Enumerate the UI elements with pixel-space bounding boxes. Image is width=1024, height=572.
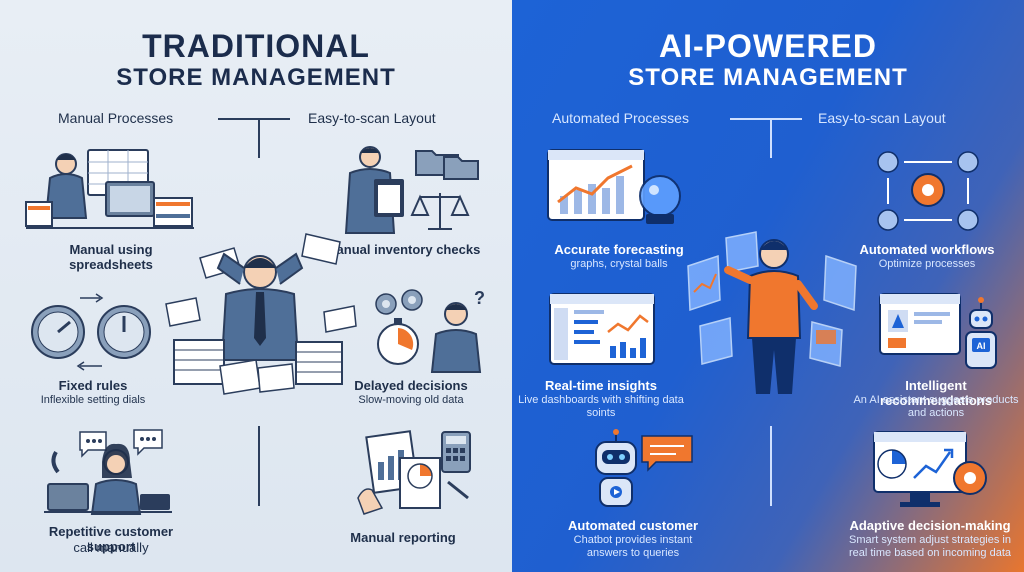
customer-support-sub: call manually xyxy=(73,540,149,555)
delayed-decisions-icon: ? xyxy=(375,288,485,373)
ai-manager-icon xyxy=(687,231,857,394)
forecast-chart-icon xyxy=(547,149,681,224)
svg-text:?: ? xyxy=(474,288,485,308)
spreadsheets-label: Manual using spreadsheets xyxy=(69,242,153,272)
ai-badge: AI xyxy=(977,341,986,351)
recommendations-sub: An AI assistant suggests products and ac… xyxy=(853,394,1019,419)
delayed-decisions-label: Delayed decisions xyxy=(354,378,468,393)
stressed-manager-icon xyxy=(165,233,357,395)
manual-processes-heading: Manual Processes xyxy=(58,110,174,126)
adaptive-label: Adaptive decision-making xyxy=(849,518,1011,533)
adaptive-decision-icon xyxy=(873,431,987,507)
inventory-label: Manual inventory checks xyxy=(325,242,481,257)
workflows-sub: Optimize processes xyxy=(878,258,976,270)
insights-sub: Live dashboards with shifting data soint… xyxy=(518,394,684,419)
manual-reporting-label: Manual reporting xyxy=(350,530,456,545)
automated-processes-heading: Automated Processes xyxy=(552,110,689,126)
phone-support-icon xyxy=(44,429,172,515)
fixed-rules-sub: Inflexible setting dials xyxy=(40,394,146,406)
manual-reporting-icon xyxy=(357,430,471,515)
traditional-title: TRADITIONAL xyxy=(142,28,370,64)
traditional-panel: TRADITIONAL STORE MANAGEMENT Manual Proc… xyxy=(0,0,512,572)
automated-customer-sub: Chatbot provides instant answers to quer… xyxy=(573,534,693,559)
forecasting-sub: graphs, crystal balls xyxy=(570,258,668,270)
fixed-dials-icon xyxy=(31,293,151,371)
ai-assistant-icon: AI xyxy=(879,293,997,369)
vertical-divider-lower xyxy=(258,426,260,506)
easy-scan-heading-right: Easy-to-scan Layout xyxy=(818,110,946,126)
vertical-divider-right-lower xyxy=(770,426,772,506)
automated-customer-label: Automated customer xyxy=(567,518,699,533)
customer-support-label: Repetitive customer support xyxy=(48,524,174,554)
spreadsheet-worker-icon xyxy=(25,149,194,229)
delayed-decisions-sub: Slow-moving old data xyxy=(358,394,464,406)
header-divider xyxy=(218,118,290,120)
ai-title: AI-POWERED xyxy=(659,28,877,64)
ai-subtitle: STORE MANAGEMENT xyxy=(628,64,908,91)
fixed-rules-label: Fixed rules xyxy=(58,378,128,393)
ai-panel: AI-POWERED STORE MANAGEMENT Automated Pr… xyxy=(512,0,1024,572)
chatbot-icon xyxy=(595,429,693,507)
workflows-label: Automated workflows xyxy=(859,242,995,257)
recommendations-label: Intelligent recommendations xyxy=(880,378,992,408)
vertical-divider-right xyxy=(770,118,772,158)
adaptive-sub: Smart system adjust strategies in real t… xyxy=(848,534,1012,559)
workflow-gears-icon xyxy=(877,151,979,231)
header-divider-right xyxy=(730,118,802,120)
inventory-clipboard-icon xyxy=(344,146,479,234)
realtime-dashboard-icon xyxy=(549,293,655,365)
insights-label: Real-time insights xyxy=(545,378,657,393)
forecasting-label: Accurate forecasting xyxy=(554,242,684,257)
traditional-subtitle: STORE MANAGEMENT xyxy=(116,64,396,91)
vertical-divider xyxy=(258,118,260,158)
easy-scan-heading-left: Easy-to-scan Layout xyxy=(308,110,436,126)
